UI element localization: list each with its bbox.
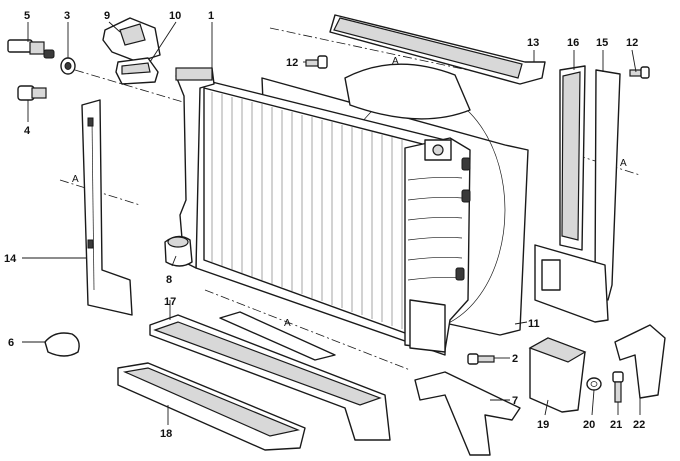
callout-10: 10 bbox=[169, 10, 181, 22]
callout-12-right: 12 bbox=[626, 37, 638, 49]
upper-seal-strip bbox=[329, 14, 546, 85]
section-mark-top: A bbox=[392, 56, 399, 67]
seal-ring-3 bbox=[60, 57, 76, 75]
section-mark-left: A bbox=[72, 174, 79, 185]
drain-plug-4 bbox=[17, 85, 47, 101]
callout-16: 16 bbox=[567, 37, 579, 49]
callout-19: 19 bbox=[537, 419, 549, 431]
callout-2: 2 bbox=[512, 353, 518, 365]
screw-12-right bbox=[629, 66, 650, 79]
callout-9: 9 bbox=[104, 10, 110, 22]
callout-13: 13 bbox=[527, 37, 539, 49]
lower-bracket-7 bbox=[414, 371, 521, 456]
radiator bbox=[175, 67, 471, 356]
callout-3: 3 bbox=[64, 10, 70, 22]
leader-lines bbox=[22, 21, 641, 425]
left-side-seal bbox=[81, 99, 133, 316]
callout-12-top: 12 bbox=[286, 57, 298, 69]
callout-22: 22 bbox=[633, 419, 645, 431]
mount-bracket-22 bbox=[614, 324, 666, 399]
callout-1: 1 bbox=[208, 10, 214, 22]
callout-17: 17 bbox=[164, 296, 176, 308]
lower-seal-strip-18 bbox=[117, 362, 306, 451]
callout-4: 4 bbox=[24, 125, 31, 137]
callout-14: 14 bbox=[4, 253, 17, 265]
callout-6: 6 bbox=[8, 337, 14, 349]
control-unit-19 bbox=[528, 337, 587, 413]
rubber-mount-8 bbox=[164, 235, 193, 267]
axis-line-upper bbox=[74, 69, 211, 111]
cap-6 bbox=[44, 332, 80, 357]
callout-21: 21 bbox=[610, 419, 622, 431]
temperature-switch-5 bbox=[7, 39, 55, 59]
rubber-mount-10 bbox=[115, 57, 159, 85]
radiator-fins bbox=[211, 92, 403, 329]
section-mark-right: A bbox=[620, 158, 627, 169]
callout-11: 11 bbox=[528, 318, 540, 330]
callout-20: 20 bbox=[583, 419, 595, 431]
callout-5: 5 bbox=[24, 10, 30, 22]
lower-air-duct-17 bbox=[149, 311, 391, 441]
right-side-bracket-15 bbox=[534, 69, 621, 323]
section-mark-bottom: A bbox=[284, 318, 291, 329]
section-line-bottom bbox=[204, 289, 411, 371]
screw-12-top bbox=[305, 55, 328, 69]
bolt-21 bbox=[612, 371, 624, 403]
washer-20 bbox=[586, 377, 602, 391]
screw-2 bbox=[467, 353, 495, 365]
callout-15: 15 bbox=[596, 37, 608, 49]
callout-18: 18 bbox=[160, 428, 172, 440]
right-side-seal-16 bbox=[559, 65, 586, 251]
callout-7: 7 bbox=[512, 395, 518, 407]
callout-8: 8 bbox=[166, 274, 172, 286]
